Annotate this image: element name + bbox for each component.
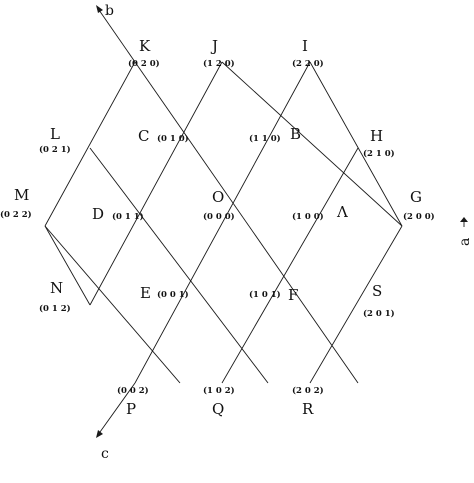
- axis-b-label: b: [105, 3, 114, 19]
- edge: [221, 61, 403, 227]
- point-letter-J: J: [210, 37, 218, 55]
- point-index-Lambda: (1 0 0): [292, 211, 324, 222]
- point-index-B: (1 1 0): [249, 133, 281, 144]
- axis-b-arrowhead: [96, 5, 103, 13]
- point-index-S: (2 0 1): [363, 308, 395, 319]
- edge: [44, 61, 136, 227]
- axis-c: c: [96, 382, 136, 462]
- edge: [134, 61, 311, 384]
- point-index-I: (2 2 0): [292, 58, 324, 69]
- point-index-E: (0 0 1): [157, 289, 189, 300]
- point-index-F: (1 0 1): [249, 289, 281, 300]
- point-letters: K J I L C B H M D O Λ G N E F S P Q R: [14, 37, 422, 418]
- point-letter-Lambda: Λ: [336, 203, 348, 221]
- point-letter-S: S: [372, 282, 382, 300]
- point-letter-D: D: [92, 205, 104, 223]
- point-index-N: (0 1 2): [39, 303, 71, 314]
- point-indices: (0 2 0) (1 2 0) (2 2 0) (0 2 1) (0 1 0) …: [0, 58, 435, 396]
- axis-c-arrowhead: [96, 430, 103, 438]
- point-index-Q: (1 0 2): [203, 385, 235, 396]
- lattice-edges: [44, 61, 403, 384]
- point-letter-M: M: [14, 186, 29, 204]
- edge: [44, 225, 91, 306]
- point-index-K: (0 2 0): [128, 58, 160, 69]
- point-index-P: (0 0 2): [117, 385, 149, 396]
- point-index-H: (2 1 0): [363, 148, 395, 159]
- edge: [134, 61, 359, 384]
- edge: [309, 225, 403, 384]
- point-index-D: (0 1 1): [112, 211, 144, 222]
- point-letter-G: G: [410, 188, 422, 206]
- point-letter-Q: Q: [212, 400, 224, 418]
- point-letter-I: I: [302, 37, 308, 55]
- point-letter-R: R: [302, 400, 314, 418]
- edge: [44, 225, 181, 384]
- edge: [309, 61, 403, 227]
- point-index-C: (0 1 0): [157, 133, 189, 144]
- point-letter-F: F: [288, 286, 298, 304]
- axis-b-line: [98, 9, 136, 63]
- point-index-M: (0 2 2): [0, 209, 32, 220]
- axis-c-label: c: [101, 446, 109, 462]
- point-letter-B: B: [290, 125, 301, 143]
- axis-b: b: [96, 3, 136, 63]
- point-letter-C: C: [138, 127, 149, 145]
- point-index-R: (2 0 2): [292, 385, 324, 396]
- point-letter-K: K: [139, 37, 151, 55]
- edge: [89, 147, 269, 384]
- point-letter-N: N: [50, 279, 63, 297]
- axis-a: a: [457, 217, 473, 246]
- point-letter-E: E: [140, 284, 151, 302]
- point-letter-L: L: [50, 125, 60, 143]
- axis-a-arrowhead: [460, 217, 468, 222]
- point-index-G: (2 0 0): [403, 211, 435, 222]
- edge: [89, 61, 223, 306]
- axis-c-line: [99, 382, 136, 433]
- point-index-J: (1 2 0): [203, 58, 235, 69]
- point-letter-O: O: [212, 188, 224, 206]
- edge: [221, 147, 359, 384]
- axis-a-label: a: [457, 238, 473, 246]
- point-letter-H: H: [370, 127, 383, 145]
- point-letter-P: P: [126, 400, 136, 418]
- point-index-O: (0 0 0): [203, 211, 235, 222]
- point-index-L: (0 2 1): [39, 144, 71, 155]
